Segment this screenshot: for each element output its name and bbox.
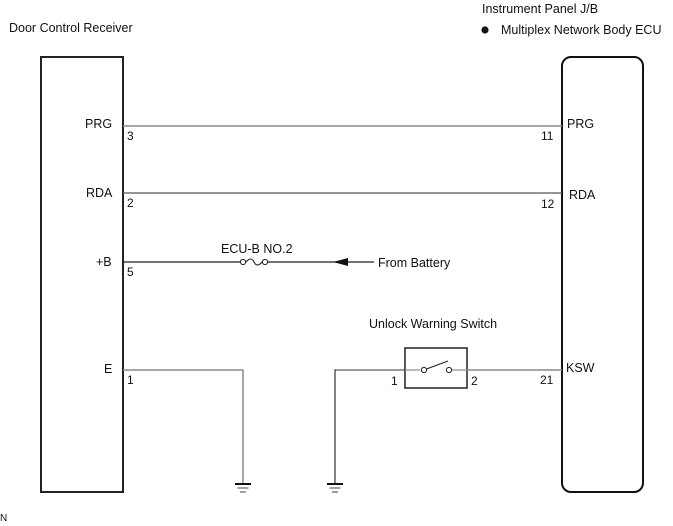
bullet-icon [481,26,489,34]
wire-e-ground [123,369,244,483]
pin-3: 3 [127,129,134,143]
pin-21: 21 [540,373,554,387]
pin-12: 12 [541,197,555,211]
terminal-plus-b: +B [96,255,112,269]
terminal-e: E [104,362,113,376]
footer-mark: N [0,513,8,524]
right-component-title: Multiplex Network Body ECU [501,23,662,37]
switch-icon [405,360,467,374]
pin-2: 2 [127,196,134,210]
terminal-prg-right: PRG [567,117,595,131]
pin-11: 11 [541,129,554,143]
arrow-icon [333,258,348,266]
terminal-rda-right: RDA [569,188,596,202]
terminal-ksw: KSW [566,361,595,375]
terminal-prg-left: PRG [85,117,113,131]
left-component-title: Door Control Receiver [9,21,133,35]
pin-5: 5 [127,265,134,279]
terminal-rda-left: RDA [86,186,113,200]
right-component-location: Instrument Panel J/B [482,2,599,16]
from-battery-label: From Battery [378,256,451,270]
pin-1-left: 1 [127,373,134,387]
switch-pin-2: 2 [471,374,478,388]
ground-icon [235,483,251,493]
unlock-warning-switch-box [404,347,468,389]
switch-label: Unlock Warning Switch [369,317,498,331]
fuse-icon [239,258,269,266]
fuse-label: ECU-B NO.2 [221,242,293,256]
body-ecu-box [561,56,644,493]
switch-pin-1: 1 [391,374,398,388]
door-control-receiver-box [40,56,124,493]
ground-icon [327,483,343,493]
